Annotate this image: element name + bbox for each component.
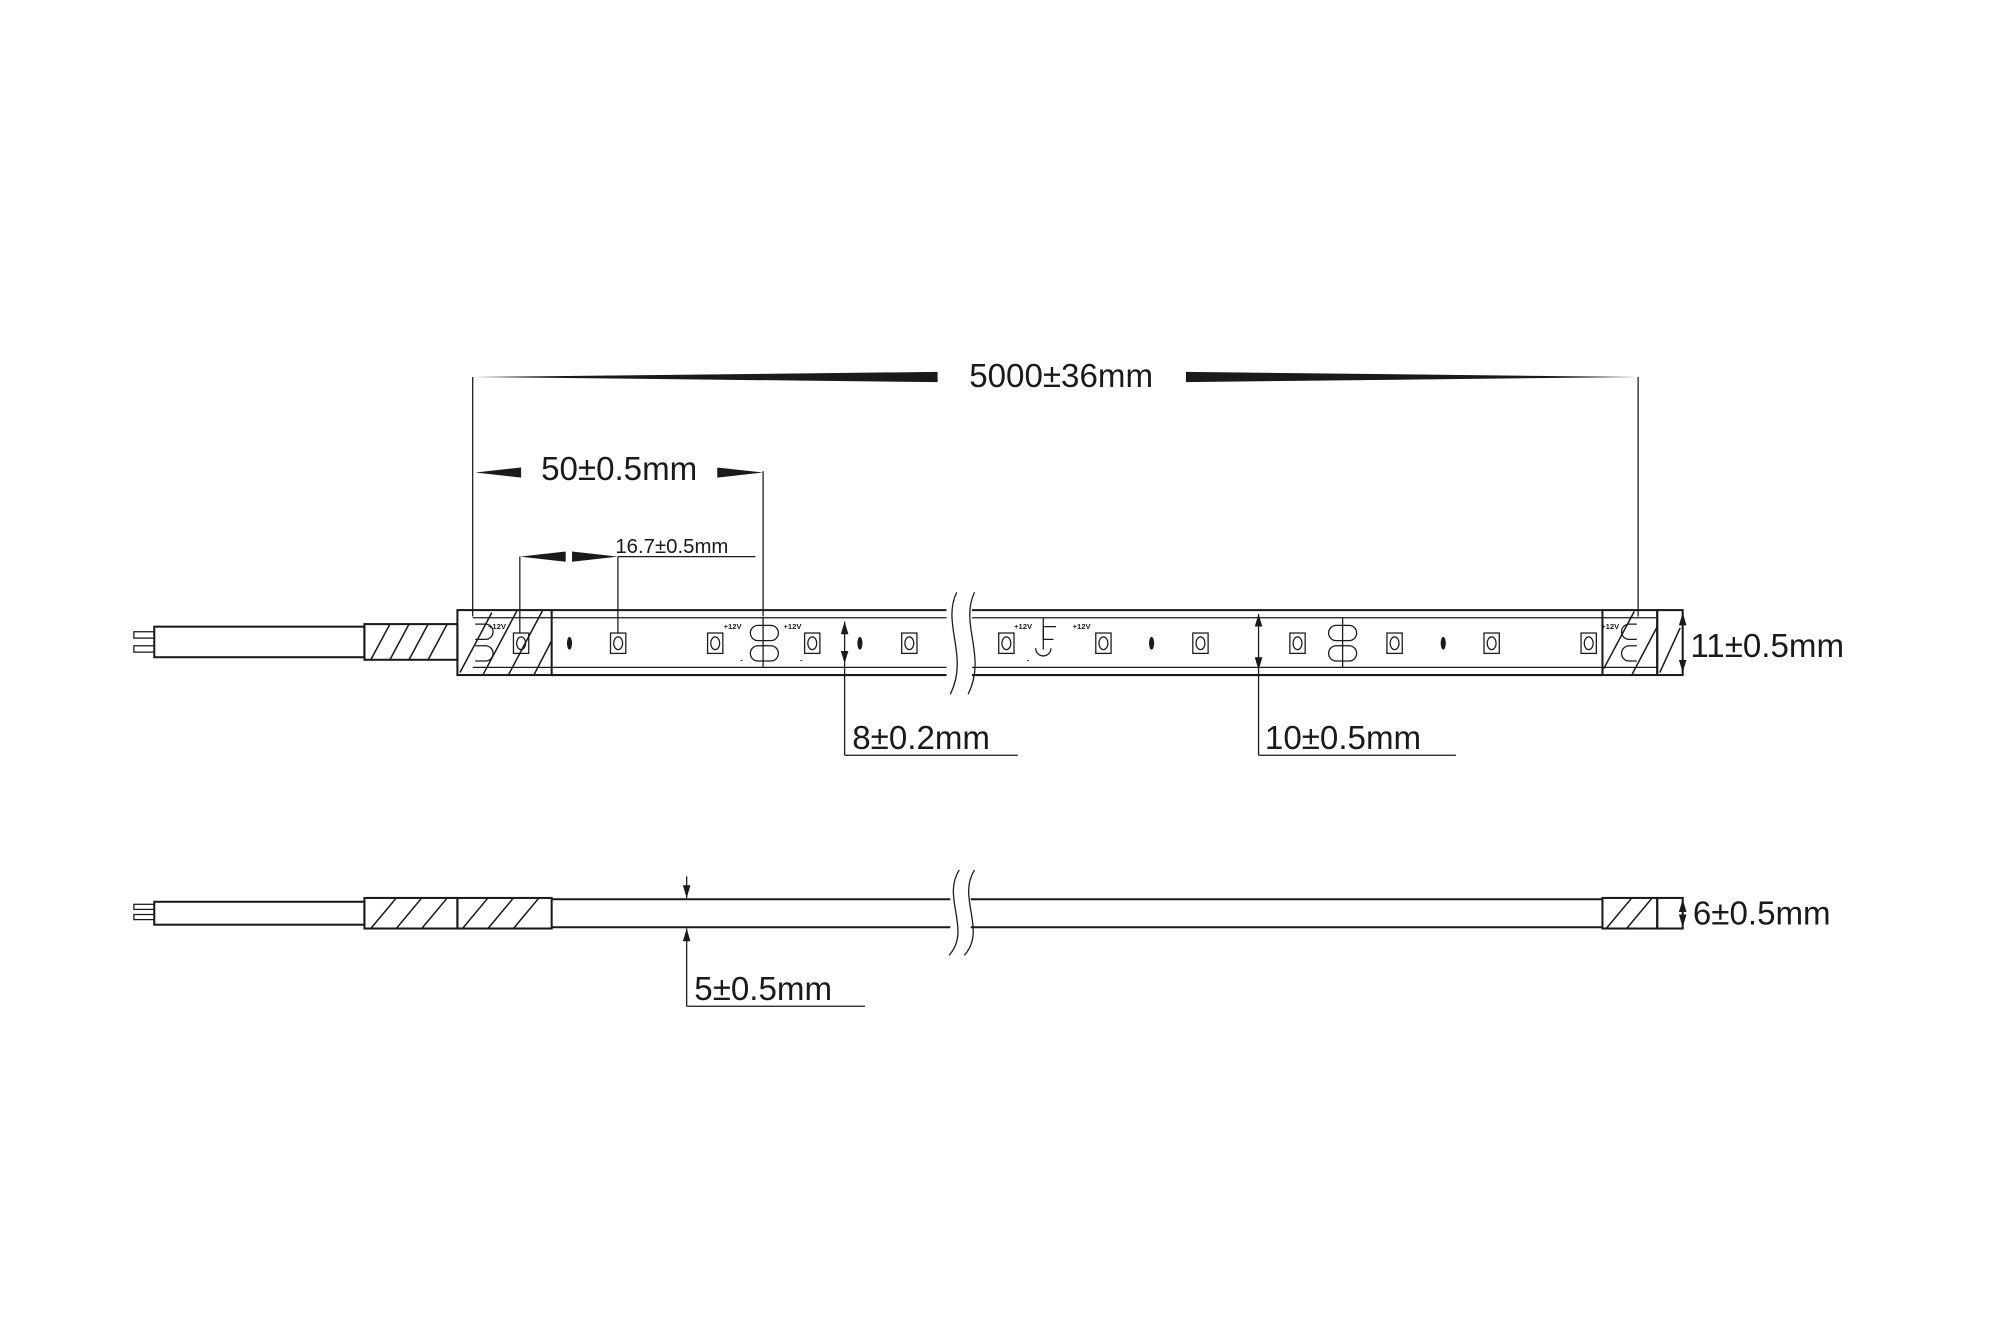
end-cap-width-dimension: 11±0.5mm [1678,612,1844,673]
end-cap-outer [1656,609,1684,677]
led-lens [807,636,818,651]
pad-label-negative: - [1027,655,1030,664]
connector-cap [456,896,553,930]
strip-height-dimension: 5±0.5mm [682,876,865,1008]
pad-label-positive: +12V [1014,622,1033,631]
pad-label-positive: +12V [1073,622,1092,631]
wire-pin [133,913,155,921]
total-length-dimension: 5000±36mm [472,358,1639,617]
pcb-width-label: 8±0.2mm [852,720,990,757]
cable [153,625,366,659]
led-chip [901,632,918,655]
led-lens [1098,636,1109,651]
pad-label-positive: +12V [488,622,507,631]
strip-width-label: 10±0.5mm [1265,720,1421,757]
top-view: +12V +12V +12V +12V +12V +12V - - - [133,591,1684,695]
wire-pin [133,903,155,911]
heat-shrink-sleeve [363,623,459,661]
pad-label-negative: - [800,655,803,664]
led-lens [904,636,915,651]
strip-width-dimension: 10±0.5mm [1254,613,1456,757]
led-lens [1292,636,1303,651]
led-chip [998,632,1015,655]
wire-pin [133,645,155,653]
total-length-label: 5000±36mm [969,358,1153,395]
led-chip [1289,632,1306,655]
led-lens [1583,636,1594,651]
solder-pads [475,617,1637,668]
side-view [133,869,1684,956]
led-lens [1486,636,1497,651]
led-chip [1483,632,1500,655]
led-lens [1389,636,1400,651]
led-lens [613,636,624,651]
led-lens [516,636,527,651]
led-pitch-dimension: 16.7±0.5mm [519,536,756,634]
led-pitch-label: 16.7±0.5mm [615,536,728,558]
cable [153,900,366,926]
led-chip [1095,632,1112,655]
strip-height-label: 5±0.5mm [694,971,832,1008]
resistor [1149,636,1155,650]
resistor [566,636,573,650]
end-cap-outer [1656,896,1684,930]
pcb-width-dimension: 8±0.2mm [840,621,1018,757]
led-lens [1195,636,1206,651]
resistor [857,636,863,650]
break-mark [949,591,976,695]
pad-label-positive: +12V [783,622,802,631]
led-lens [1001,636,1012,651]
cut-length-dimension: 50±0.5mm [475,451,764,617]
end-cap-height-dimension: 6±0.5mm [1678,896,1831,933]
led-chip [706,632,724,655]
led-chip [512,632,530,655]
led-chip [1386,632,1403,655]
led-chip [1192,632,1209,655]
led-chip [803,632,821,655]
led-chip [609,632,627,655]
pad-label-positive: +12V [724,622,743,631]
pad-label-positive: +12V [1601,622,1620,631]
wire-pin [133,631,155,639]
connector-cap [456,609,553,677]
pad-label-negative: - [740,655,743,664]
resistor [1440,636,1446,650]
led-lens [710,636,721,651]
led-chip [1580,632,1597,655]
end-cap-height-label: 6±0.5mm [1693,896,1831,933]
break-mark [948,869,976,956]
cut-length-label: 50±0.5mm [541,451,697,488]
end-cap-width-label: 11±0.5mm [1690,628,1844,665]
